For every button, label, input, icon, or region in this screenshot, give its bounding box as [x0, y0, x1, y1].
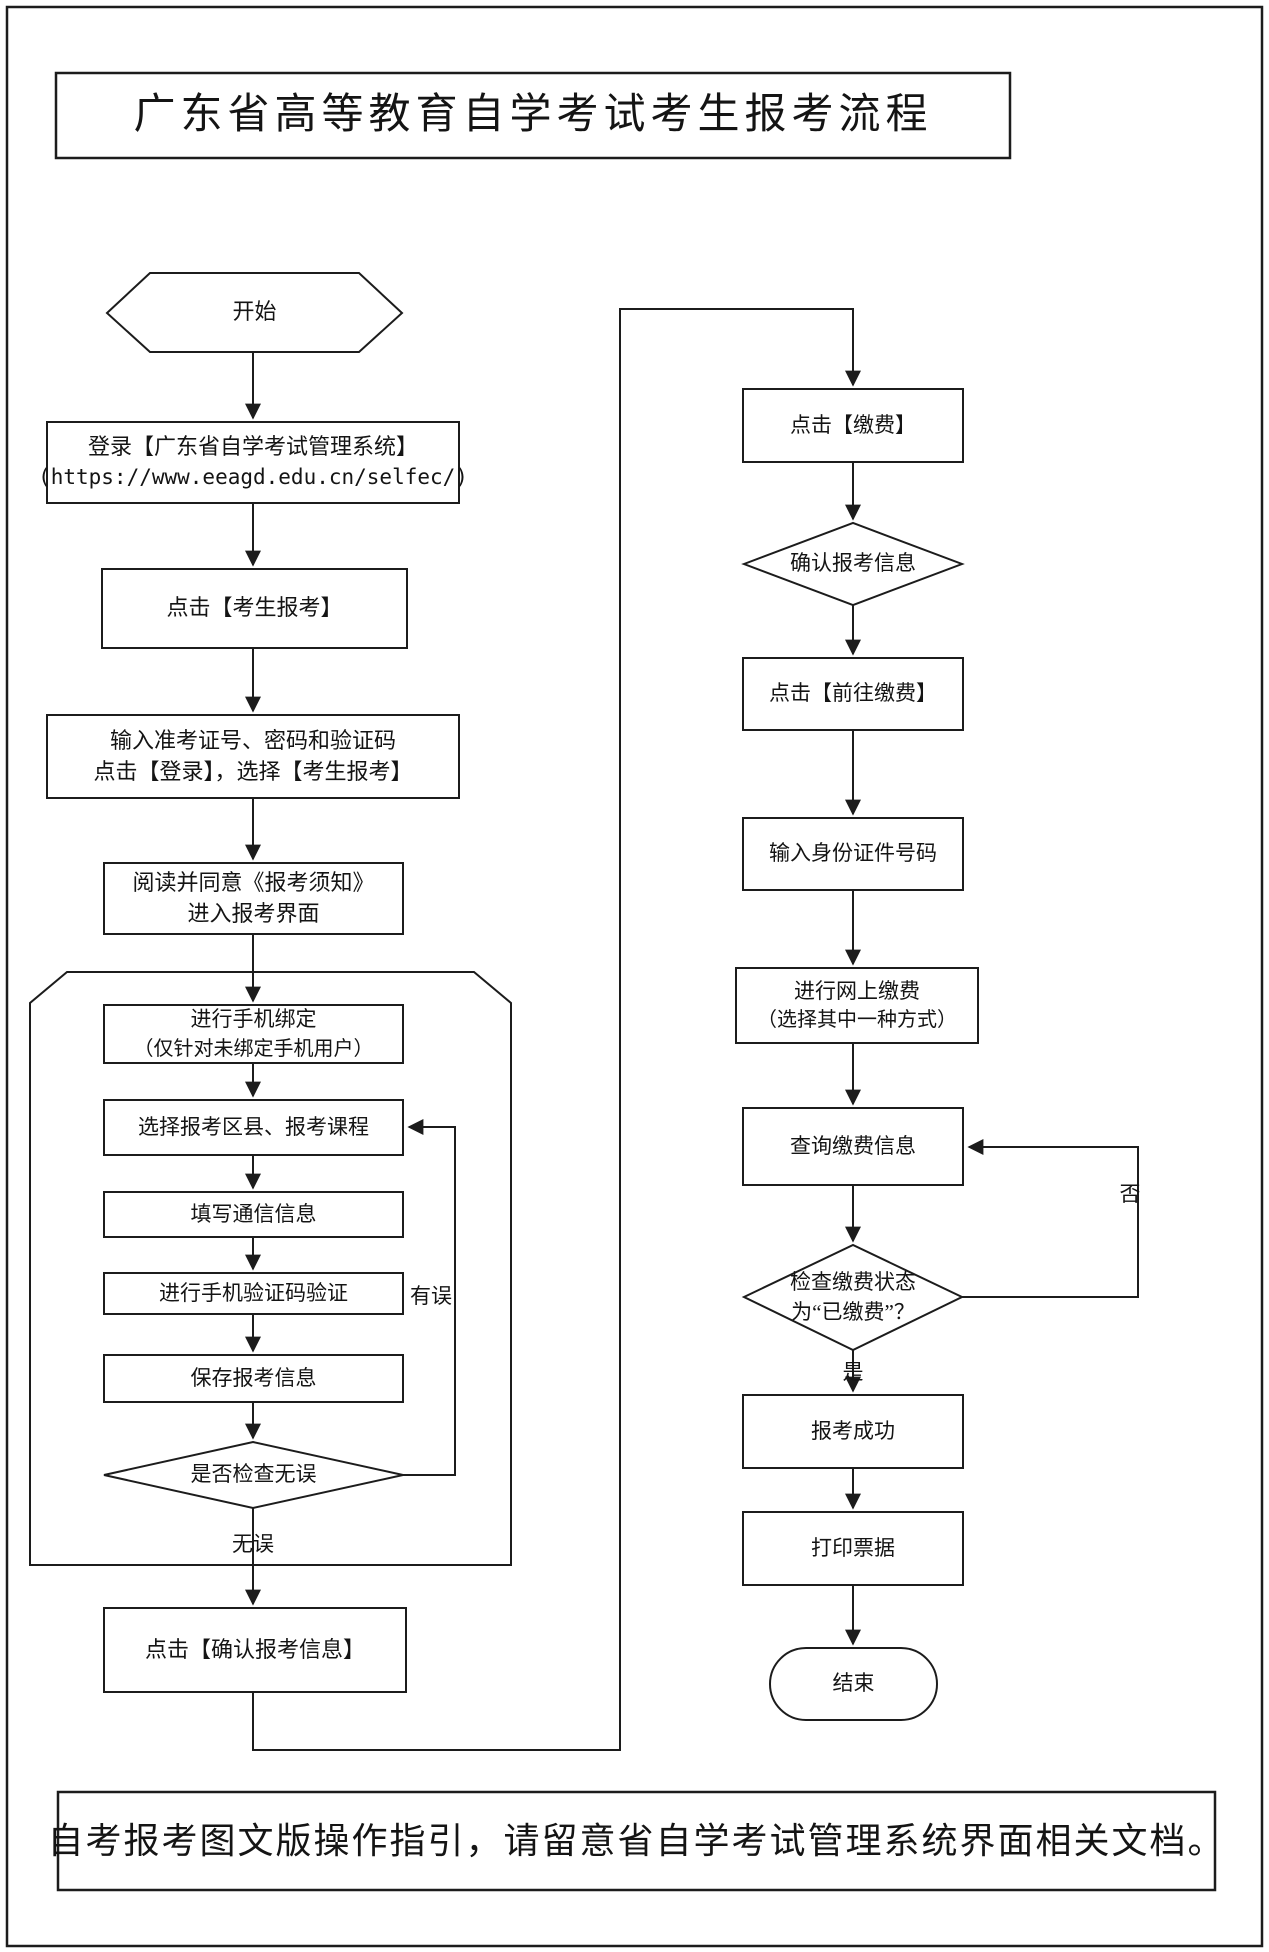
page-title-text: 广东省高等教育自学考试考生报考流程	[133, 92, 933, 139]
node-success: 报考成功	[811, 1418, 895, 1443]
end-stadium	[769, 1647, 938, 1721]
node-start: 开始	[232, 299, 277, 325]
page-border	[5, 5, 1264, 1948]
node-click-pay: 点击【缴费】	[790, 412, 916, 437]
node-enter-id: 输入身份证件号码	[769, 841, 937, 866]
subprocess-container	[29, 971, 512, 1566]
node-end: 结束	[832, 1671, 875, 1696]
node-goto-pay: 点击【前往缴费】	[769, 681, 937, 706]
confirm-decision-diamond	[741, 521, 965, 607]
node-confirm-info: 点击【确认报考信息】	[144, 1636, 365, 1662]
edge-error-loop	[403, 1119, 456, 1476]
node-click-register: 点击【考生报考】	[166, 595, 343, 621]
footer-box	[56, 1790, 1217, 1892]
node-check-decision: 是否检查无误	[190, 1462, 317, 1487]
node-login: 登录【广东省自学考试管理系统】 (https://www.eeagd.edu.c…	[38, 422, 468, 503]
node-query-payment: 查询缴费信息	[790, 1133, 916, 1158]
node-online-pay: 进行网上缴费 （选择其中一种方式）	[757, 978, 957, 1032]
click-register-box	[101, 568, 408, 649]
node-check-payment: 检查缴费状态 为“已缴费”？	[790, 1270, 916, 1324]
page-title: 广东省高等教育自学考试考生报考流程	[56, 73, 1010, 158]
title-box	[54, 71, 1012, 160]
confirm-info-box	[103, 1607, 407, 1693]
node-print-receipt: 打印票据	[811, 1535, 895, 1560]
start-hexagon	[105, 272, 404, 353]
footer-note: 自考报考图文版操作指引，请留意省自学考试管理系统界面相关文档。	[47, 1820, 1226, 1861]
node-fill-contact: 填写通信信息	[190, 1201, 317, 1226]
node-verify-sms: 进行手机验证码验证	[159, 1280, 348, 1305]
node-select-courses: 选择报考区县、报考课程	[138, 1114, 369, 1139]
label-no-error: 无误	[232, 1532, 274, 1557]
node-enter-credentials: 输入准考证号、密码和验证码 点击【登录】，选择【考生报考】	[93, 727, 413, 784]
edge-confirm-pay-trunk	[252, 308, 861, 1751]
label-yes: 是	[842, 1360, 864, 1385]
label-has-error: 有误	[410, 1284, 452, 1309]
node-bind-phone: 进行手机绑定 （仅针对未绑定手机用户）	[133, 1007, 374, 1060]
node-read-notice: 阅读并同意《报考须知》 进入报考界面	[132, 869, 375, 926]
label-no: 否	[1119, 1182, 1141, 1207]
online-pay-box	[735, 967, 979, 1044]
edge-no-loop	[962, 1139, 1139, 1298]
login-url: (https://www.eeagd.edu.cn/selfec/)	[38, 465, 468, 490]
node-confirm-decision: 确认报考信息	[790, 551, 916, 576]
node-save-info: 保存报考信息	[190, 1365, 317, 1390]
